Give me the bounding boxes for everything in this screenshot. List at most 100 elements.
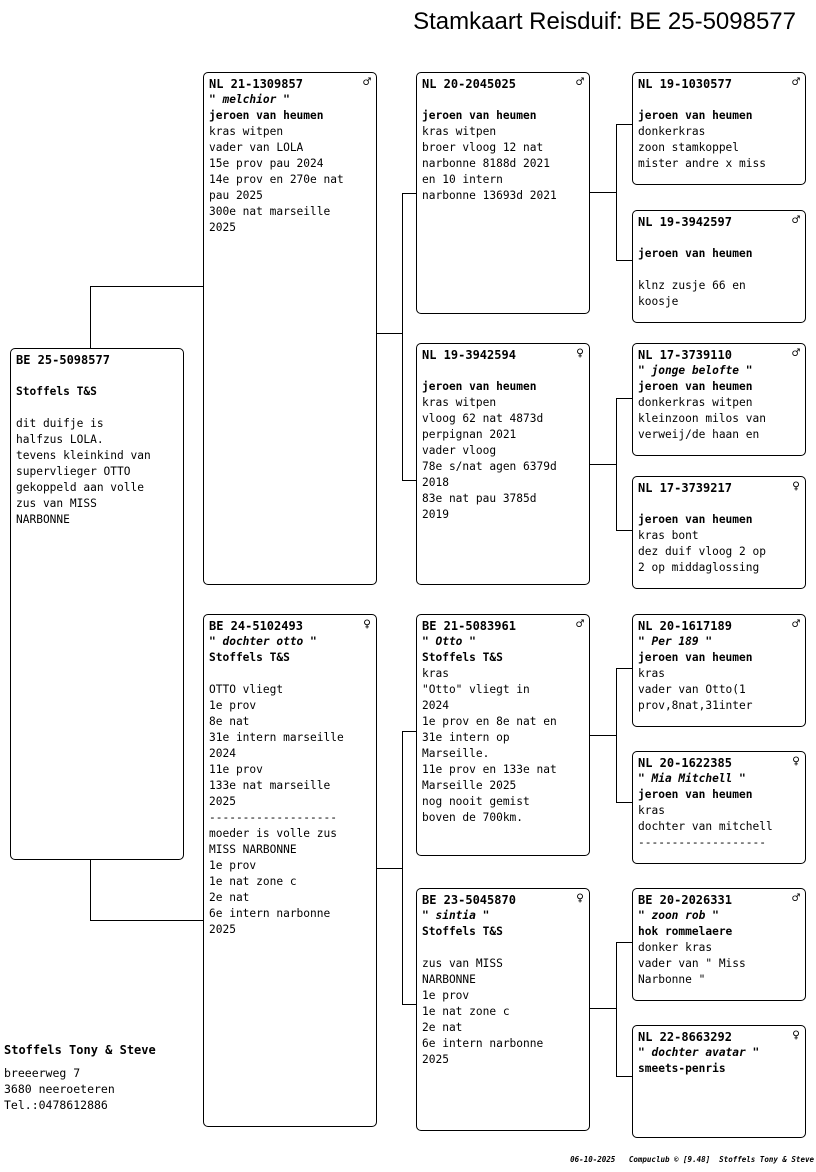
pigeon-card-mfm[interactable]: NL 20-1622385♀" Mia Mitchell "jeroen van… [632,751,806,864]
ring-number: BE 25-5098577 [16,353,110,367]
owner-name: jeroen van heumen [638,109,753,122]
info-line: prov,8nat,31inter [638,699,753,712]
connector-line [90,286,204,287]
info-line: donkerkras witpen [638,396,753,409]
info-line: gekoppeld aan volle [16,481,144,494]
connector-line [402,731,417,732]
info-line: ------------------- [209,811,337,824]
info-line: vader vloog [422,444,497,457]
pigeon-card-mmm[interactable]: NL 22-8663292♀" dochter avatar "smeets-p… [632,1025,806,1138]
male-icon: ♂ [792,75,800,90]
breeder-info: Stoffels Tony & Steve breeerweg 7 3680 n… [4,1042,156,1113]
owner-name: jeroen van heumen [422,380,537,393]
card-header: BE 23-5045870♀ [422,892,584,908]
ring-number: NL 19-3942597 [638,215,732,229]
pigeon-card-fm[interactable]: NL 19-3942594 ♀ jeroen van heumen kras witp… [416,343,590,585]
info-line: 2e nat [422,1021,463,1034]
info-line: vader van Otto(1 [638,683,746,696]
info-line: "Otto" vliegt in [422,683,530,696]
info-line: pau 2025 [209,189,263,202]
owner-name: jeroen van heumen [638,247,753,260]
info-line: kleinzoon milos van [638,412,766,425]
pigeon-card-mother[interactable]: BE 24-5102493♀" dochter otto "Stoffels T… [203,614,377,1127]
owner-name: Stoffels T&S [209,651,290,664]
info-line [638,262,800,278]
connector-line [90,859,91,920]
pigeon-card-mff[interactable]: NL 20-1617189♂" Per 189 "jeroen van heum… [632,614,806,727]
owner-name: jeroen van heumen [638,380,753,393]
info-line: nog nooit gemist [422,795,530,808]
female-icon: ♀ [792,1028,800,1043]
pigeon-card-fmf[interactable]: NL 17-3739110♂" jonge belofte "jeroen va… [632,343,806,456]
card-header: NL 22-8663292♀ [638,1029,800,1045]
owner-name: jeroen van heumen [422,109,537,122]
card-header: NL 17-3739110♂ [638,347,800,363]
female-icon: ♀ [576,891,584,906]
info-line: 83e nat pau 3785d [422,492,537,505]
connector-line [402,731,403,1004]
breeder-name: Stoffels Tony & Steve [4,1043,156,1057]
connector-line [616,802,633,803]
info-line: 8e nat [209,715,250,728]
info-line: 11e prov [209,763,263,776]
info-line: NARBONNE [16,513,70,526]
connector-line [616,260,633,261]
info-line: moeder is volle zus [209,827,337,840]
pigeon-name: " Per 189 " [638,635,713,648]
card-header: NL 21-1309857♂ [209,76,371,92]
connector-line [616,398,617,530]
info-line: zoon stamkoppel [638,141,740,154]
connector-line [402,193,417,194]
connector-line [589,1008,616,1009]
connector-line [616,942,617,1076]
info-line: 1e nat zone c [422,1005,510,1018]
info-line: narbonne 8188d 2021 [422,157,550,170]
ring-number: NL 20-1622385 [638,756,732,770]
info-line: Marseille 2025 [422,779,517,792]
pigeon-name [638,92,800,108]
info-line: tevens kleinkind van [16,449,151,462]
info-line: broer vloog 12 nat [422,141,544,154]
pigeon-card-mmf[interactable]: BE 20-2026331♂" zoon rob "hok rommelaere… [632,888,806,1001]
ring-number: NL 20-2045025 [422,77,516,91]
ring-number: BE 21-5083961 [422,619,516,633]
female-icon: ♀ [792,479,800,494]
info-line: dochter van mitchell [638,820,773,833]
female-icon: ♀ [576,346,584,361]
info-line: klnz zusje 66 en [638,279,746,292]
owner-name: hok rommelaere [638,925,733,938]
pigeon-card-ffm[interactable]: NL 19-3942597♂ jeroen van heumen klnz zusj… [632,210,806,323]
info-line: kras [638,667,665,680]
connector-line [402,1004,417,1005]
card-header: NL 19-1030577♂ [638,76,800,92]
card-header: BE 24-5102493♀ [209,618,371,634]
connector-line [616,942,633,943]
info-line: kras witpen [422,396,497,409]
pigeon-name [638,230,800,246]
info-line: verweij/de haan en [638,428,760,441]
card-header: NL 19-3942597♂ [638,214,800,230]
connector-line [616,530,633,531]
info-line: kras witpen [422,125,497,138]
ring-number: BE 24-5102493 [209,619,303,633]
pigeon-card-father[interactable]: NL 21-1309857♂" melchior "jeroen van heu… [203,72,377,585]
connector-line [616,124,633,125]
pigeon-name: " Mia Mitchell " [638,772,746,785]
connector-line [616,668,617,802]
info-line: Narbonne " [638,973,706,986]
connector-line [616,1076,633,1077]
owner-name: jeroen van heumen [638,651,753,664]
male-icon: ♂ [576,617,584,632]
card-header: BE 25-5098577 [16,352,178,368]
connector-line [589,735,616,736]
card-header: BE 21-5083961 ♂ [422,618,584,634]
connector-line [616,124,617,260]
male-icon: ♂ [792,617,800,632]
ring-number: NL 19-3942594 [422,348,516,362]
